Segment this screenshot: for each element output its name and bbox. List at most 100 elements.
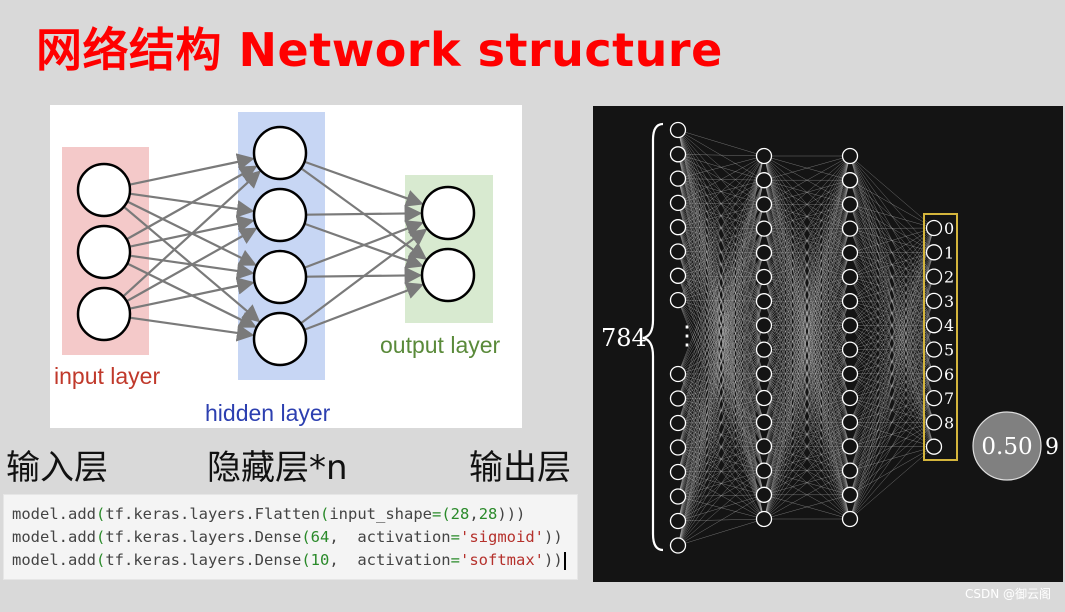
layer2-layer3-edge (849, 300, 935, 520)
mnist-input-node (669, 537, 687, 554)
input-count-label: 784 (601, 324, 647, 352)
layer0-layer1-edge (677, 276, 765, 546)
mnist-hidden1-node (755, 462, 773, 479)
mnist-hidden2-node (841, 462, 859, 479)
layer1-layer2-edge (763, 155, 851, 181)
output-digit-label: 5 (944, 341, 954, 360)
mnist-hidden1-node (755, 389, 773, 407)
layer1-layer2-edge (763, 446, 851, 520)
output-digit-label: 8 (944, 413, 954, 432)
layer0-layer1-edge (677, 422, 765, 546)
mnist-input-node (669, 439, 687, 456)
mnist-hidden1-node (755, 438, 773, 455)
mnist-output-node (925, 365, 943, 382)
code-line-2: model.add(tf.keras.layers.Dense(64, acti… (12, 528, 563, 546)
layer0-layer1-edge (677, 155, 765, 497)
hidden-layer-label: hidden layer (205, 400, 331, 426)
mnist-hidden2-node (841, 147, 859, 165)
input-layer-caption: 输入层 (6, 448, 108, 488)
layer1-layer2-edge (763, 470, 851, 520)
input-node (76, 162, 132, 218)
layer1-layer2-edge (763, 155, 851, 520)
layer2-layer3-edge (849, 155, 935, 229)
hidden-node (252, 311, 308, 367)
layer0-layer1-edge (677, 155, 765, 399)
layer0-layer1-edge (677, 155, 765, 276)
layer1-layer2-edge (763, 301, 851, 520)
layer1-layer2-edge (763, 180, 851, 520)
mnist-input-node (669, 365, 687, 383)
mnist-hidden1-node (755, 147, 773, 165)
layer2-layer3-edge (849, 227, 935, 471)
layer2-layer3-edge (849, 373, 935, 520)
layer0-layer1-edge (677, 129, 765, 157)
layer0-layer1-edge (677, 299, 765, 495)
layer1-layer2-edge (763, 397, 851, 520)
mnist-output-node (925, 244, 943, 261)
activation-value: 0.50 (981, 434, 1032, 460)
layer0-layer1-edge (677, 470, 765, 546)
input-hidden-edge (129, 277, 255, 310)
mnist-hidden2-node (841, 510, 859, 528)
mnist-hidden1-node (755, 293, 773, 310)
mnist-hidden1-node (755, 510, 773, 528)
output-digit-label: 0 (944, 219, 954, 238)
hidden-output-edge (305, 204, 423, 223)
output-node (420, 185, 476, 241)
code-line-1: model.add(tf.keras.layers.Flatten(input_… (12, 505, 526, 523)
mnist-output-node (925, 414, 943, 431)
layer1-layer2-edge (763, 155, 851, 447)
mnist-output-node (925, 389, 943, 407)
layer2-layer3-edge (849, 227, 935, 350)
layer1-layer2-edge (763, 155, 851, 399)
mnist-output-node (925, 292, 943, 310)
mnist-hidden1-node (755, 172, 773, 189)
layer0-layer1-edge (677, 155, 765, 375)
mnist-input-node (669, 291, 687, 309)
mnist-hidden1-node (755, 486, 773, 503)
layer1-layer2-edge (763, 155, 851, 205)
output-digit-label: 6 (944, 365, 954, 384)
layer0-layer1-edge (677, 397, 765, 546)
layer0-layer1-edge (677, 518, 765, 546)
layer0-layer1-edge (677, 252, 765, 546)
layer1-layer2-edge (763, 276, 851, 520)
layer2-layer3-edge (849, 227, 935, 423)
mnist-output-node (925, 219, 943, 237)
mnist-hidden2-node (841, 341, 859, 358)
layer0-layer1-edge (677, 299, 765, 471)
layer0-layer1-edge (677, 446, 765, 546)
layer0-layer1-edge (677, 494, 765, 546)
layer1-layer2-edge (763, 155, 851, 471)
output-layer-caption: 输出层 (469, 448, 571, 488)
mnist-hidden2-node (841, 317, 859, 334)
layer2-layer3-edge (849, 227, 935, 254)
mnist-hidden1-node (755, 341, 773, 358)
layer0-layer1-edge (677, 155, 765, 424)
output-digit-label: 2 (944, 268, 954, 287)
layer2-layer3-edge (849, 204, 935, 229)
output-digit-label: 3 (944, 292, 954, 311)
layer0-layer1-edge (677, 301, 765, 546)
mnist-input-node (669, 512, 687, 530)
mnist-output-node (925, 438, 943, 455)
mnist-hidden2-node (841, 268, 859, 286)
input-brace (642, 122, 664, 552)
mnist-hidden2-node (841, 486, 859, 503)
layer2-layer3-edge (849, 349, 935, 520)
mnist-input-node (669, 170, 687, 187)
layer1-layer2-edge (763, 349, 851, 520)
layer1-layer2-edge (763, 252, 851, 520)
hidden-output-edge (303, 220, 424, 269)
hidden-node (252, 125, 308, 181)
mnist-input-node (669, 463, 687, 481)
mnist-hidden2-node (841, 196, 859, 213)
hidden-layer-caption: 隐藏层*n (207, 448, 348, 488)
layer1-layer2-edge (763, 155, 851, 495)
layer1-layer2-edge (763, 155, 851, 253)
layer0-layer1-edge (677, 373, 765, 546)
layer2-layer3-edge (849, 276, 935, 520)
